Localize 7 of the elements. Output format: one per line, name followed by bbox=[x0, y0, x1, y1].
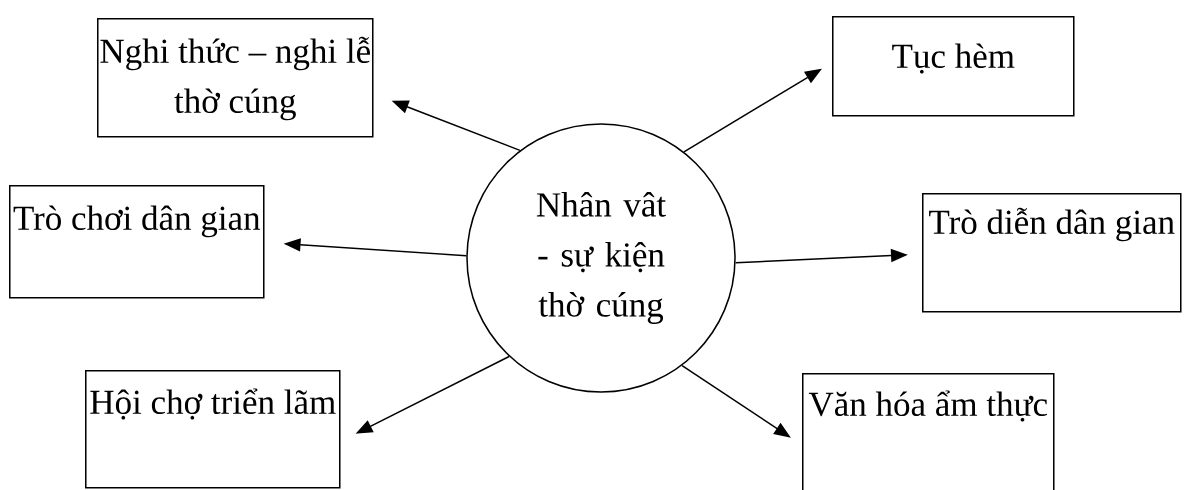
text-box: Trò chơi dân gian bbox=[9, 185, 265, 299]
text-box: Văn hóa ẩm thực bbox=[802, 373, 1055, 490]
circle-node: Nhân vât - sự kiện thờ cúng bbox=[466, 123, 736, 393]
text-box: Nghi thức – nghi lễ thờ cúng bbox=[97, 18, 374, 138]
text-box: Trò diễn dân gian bbox=[922, 193, 1182, 313]
text-box: Tục hèm bbox=[832, 16, 1075, 117]
text-box: Hội chợ triển lãm bbox=[85, 370, 341, 489]
